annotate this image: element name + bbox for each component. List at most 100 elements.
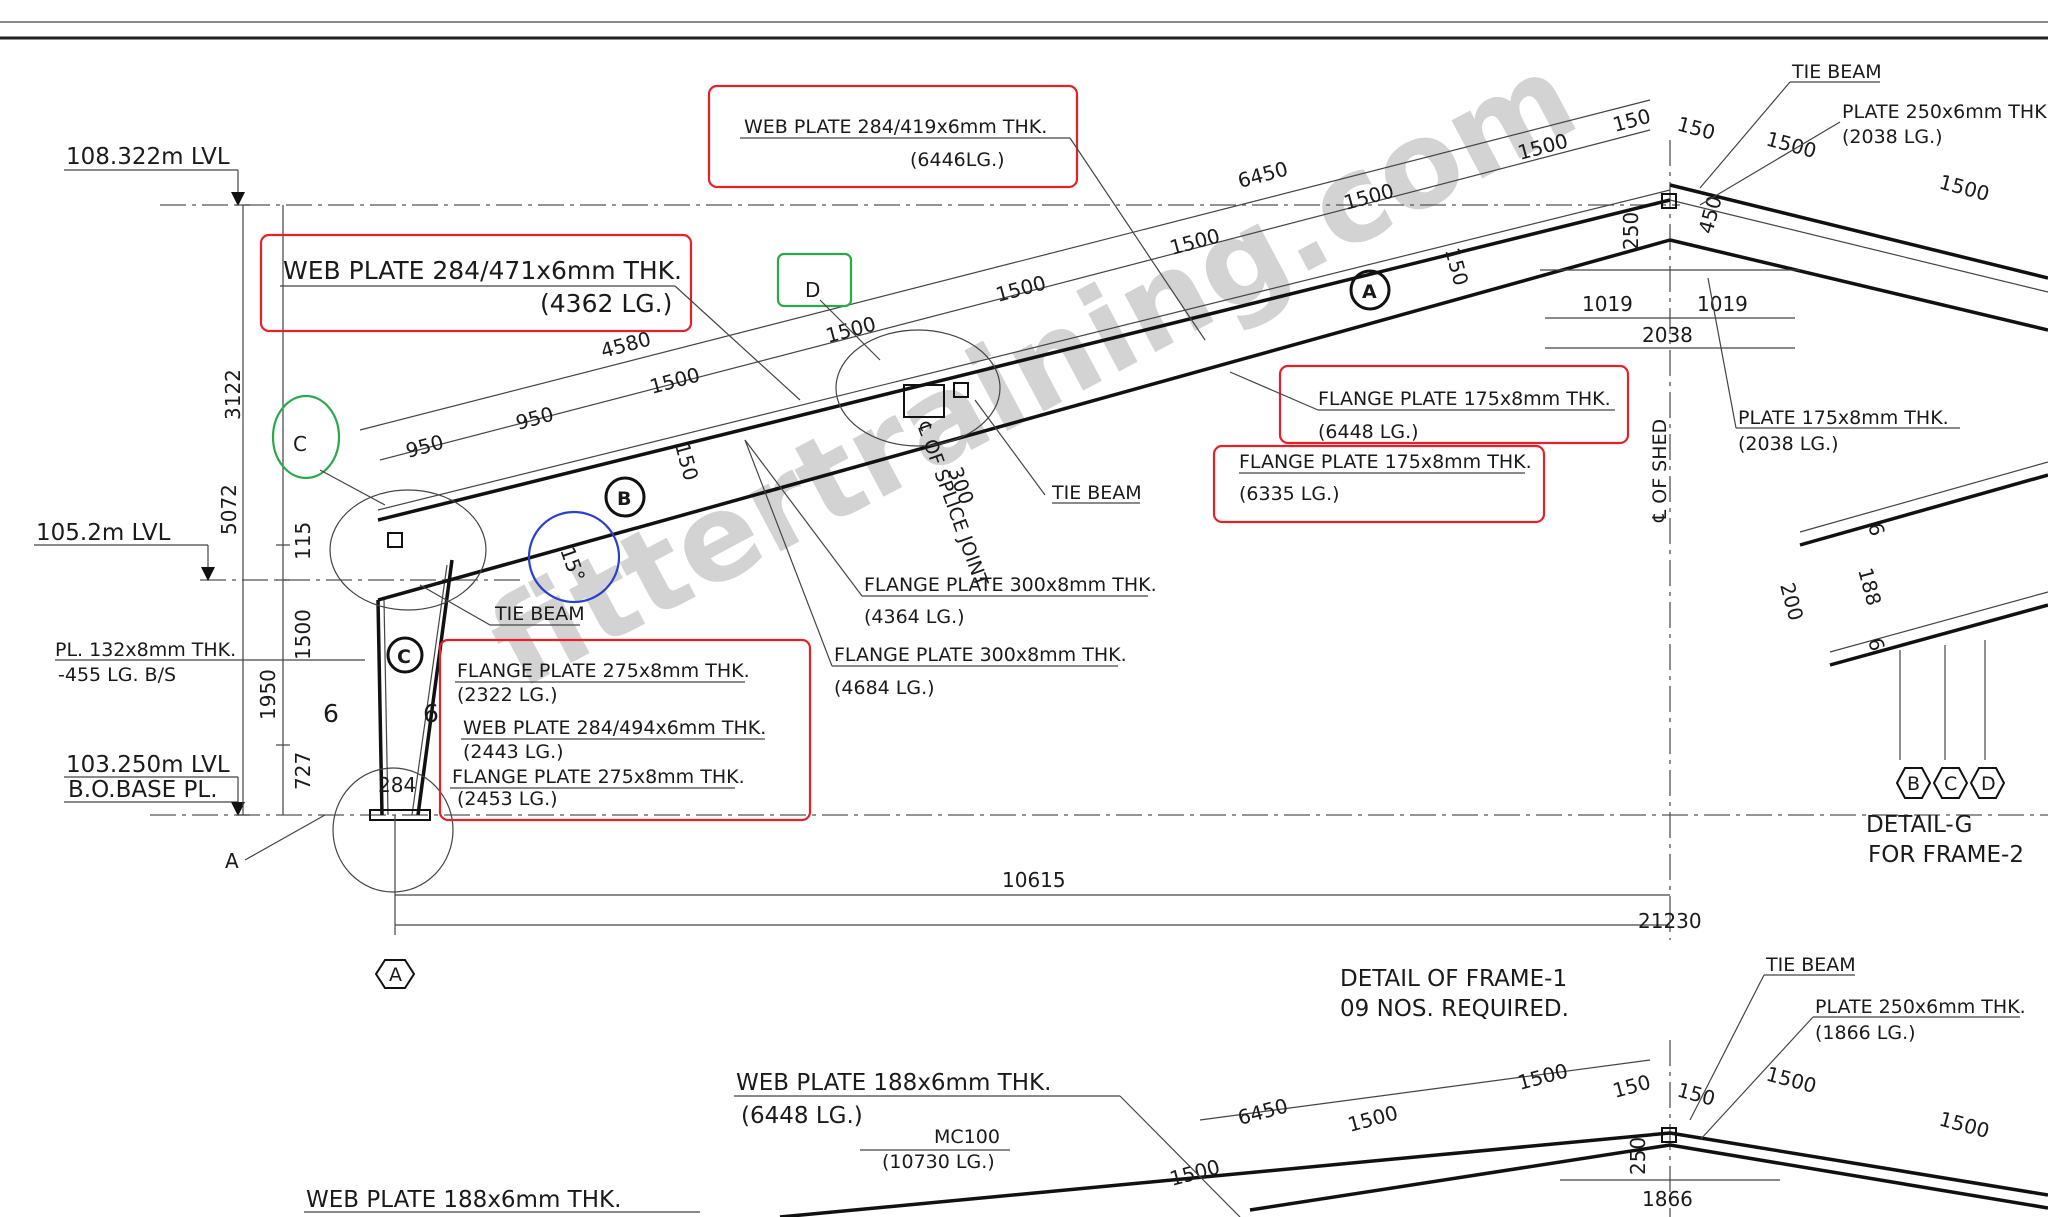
level-top-label: 108.322m LVL	[64, 144, 245, 206]
svg-text:5072: 5072	[217, 484, 241, 535]
svg-text:(2322 LG.): (2322 LG.)	[457, 684, 558, 706]
bottom-dimensions: 10615 21230	[1002, 868, 1702, 933]
svg-text:1500: 1500	[1937, 170, 1992, 206]
left-dimensions: 3122 5072 115 1500 1950 727	[217, 204, 315, 816]
svg-text:TIE BEAM: TIE BEAM	[1051, 482, 1142, 504]
callout-flange-175-a: FLANGE PLATE 175x8mm THK. (6448 LG.)	[1229, 364, 1630, 445]
svg-text:WEB PLATE 188x6mm THK.: WEB PLATE 188x6mm THK.	[736, 1070, 1051, 1096]
svg-text:-455 LG. B/S: -455 LG. B/S	[58, 664, 176, 686]
svg-text:150: 150	[1675, 112, 1718, 145]
svg-text:C: C	[397, 646, 411, 668]
frame2-partial: 6450 1500 1500 1500 150 150 1500 1500 25…	[304, 954, 2048, 1217]
svg-text:950: 950	[403, 430, 446, 463]
svg-text:1500: 1500	[291, 609, 315, 660]
svg-text:(4364 LG.): (4364 LG.)	[864, 606, 965, 628]
svg-text:A: A	[389, 964, 402, 986]
svg-text:(2443 LG.): (2443 LG.)	[463, 741, 564, 763]
svg-text:B: B	[1907, 773, 1920, 795]
svg-text:1866: 1866	[1642, 1187, 1693, 1211]
svg-text:150: 150	[1610, 1070, 1653, 1103]
svg-text:(2453 LG.): (2453 LG.)	[457, 788, 558, 810]
svg-text:10615: 10615	[1002, 868, 1066, 892]
svg-text:(6446LG.): (6446LG.)	[910, 149, 1005, 171]
level-bottom-label: 103.250m LVL B.O.BASE PL.	[64, 752, 245, 816]
svg-text:950: 950	[513, 402, 556, 435]
svg-text:FLANGE PLATE 300x8mm THK.: FLANGE PLATE 300x8mm THK.	[834, 644, 1127, 666]
marker-c-column: C	[386, 636, 424, 674]
detail-c-ellipse	[329, 489, 487, 611]
svg-text:103.250m LVL: 103.250m LVL	[66, 752, 230, 778]
svg-text:D: D	[805, 278, 820, 302]
callout-web-plate-ridge: WEB PLATE 284/419x6mm THK. (6446LG.)	[707, 84, 1206, 341]
svg-text:284: 284	[378, 773, 416, 797]
svg-text:MC100: MC100	[934, 1126, 1000, 1148]
svg-text:FOR FRAME-2: FOR FRAME-2	[1868, 842, 2024, 868]
svg-text:(1866 LG.): (1866 LG.)	[1815, 1022, 1916, 1044]
callout-flange-175-b: FLANGE PLATE 175x8mm THK. (6335 LG.)	[1212, 444, 1546, 524]
detail-g: 200 188 6 6 B C D DETAIL-G FOR FRAME-2	[1775, 461, 2048, 868]
svg-text:(10730 LG.): (10730 LG.)	[882, 1151, 995, 1173]
svg-text:WEB PLATE 284/494x6mm THK.: WEB PLATE 284/494x6mm THK.	[463, 717, 766, 739]
svg-text:09 NOS. REQUIRED.: 09 NOS. REQUIRED.	[1340, 996, 1569, 1022]
svg-text:250: 250	[1626, 1137, 1650, 1175]
svg-text:(6448 LG.): (6448 LG.)	[1318, 421, 1419, 443]
svg-text:B.O.BASE PL.: B.O.BASE PL.	[68, 777, 218, 803]
svg-text:C: C	[293, 432, 307, 456]
svg-text:A: A	[1362, 281, 1377, 303]
svg-text:A: A	[225, 849, 239, 873]
svg-text:DETAIL-G: DETAIL-G	[1866, 812, 1972, 838]
svg-text:(4684 LG.): (4684 LG.)	[834, 677, 935, 699]
svg-text:(4362 LG.): (4362 LG.)	[540, 289, 672, 318]
svg-text:6450: 6450	[1235, 1093, 1290, 1129]
detail-c-callout: C	[271, 394, 386, 506]
svg-text:WEB PLATE 188x6mm THK.: WEB PLATE 188x6mm THK.	[306, 1187, 621, 1213]
svg-text:WEB PLATE 284/471x6mm THK.: WEB PLATE 284/471x6mm THK.	[283, 256, 682, 285]
svg-text:WEB PLATE 284/419x6mm THK.: WEB PLATE 284/419x6mm THK.	[744, 116, 1047, 138]
svg-text:6: 6	[423, 699, 439, 728]
svg-text:727: 727	[291, 752, 315, 790]
svg-text:1500: 1500	[1167, 1154, 1222, 1190]
svg-text:1500: 1500	[1345, 1100, 1400, 1136]
level-mid-label: 105.2m LVL	[34, 520, 215, 581]
svg-text:21230: 21230	[1638, 909, 1702, 933]
svg-text:PLATE 175x8mm THK.: PLATE 175x8mm THK.	[1738, 407, 1949, 429]
ridge-annotations: TIE BEAM PLATE 250x6mm THK. (2038 LG.) P…	[1649, 61, 2048, 523]
svg-text:PLATE 250x6mm THK.: PLATE 250x6mm THK.	[1815, 996, 2026, 1018]
svg-text:1500: 1500	[1515, 1058, 1570, 1094]
svg-text:FLANGE PLATE 175x8mm THK.: FLANGE PLATE 175x8mm THK.	[1239, 451, 1532, 473]
detail-a-ellipse	[332, 767, 454, 893]
svg-text:1019: 1019	[1697, 292, 1748, 316]
svg-text:TIE BEAM: TIE BEAM	[1791, 61, 1882, 83]
svg-text:1950: 1950	[256, 669, 280, 720]
svg-text:188: 188	[1853, 565, 1886, 608]
svg-text:FLANGE PLATE 300x8mm THK.: FLANGE PLATE 300x8mm THK.	[864, 574, 1157, 596]
svg-text:PLATE 250x6mm THK.: PLATE 250x6mm THK.	[1842, 101, 2048, 123]
svg-text:115: 115	[291, 522, 315, 560]
svg-text:150: 150	[670, 440, 703, 483]
column-annotations: PL. 132x8mm THK. -455 LG. B/S TIE BEAM 6…	[55, 584, 585, 797]
svg-text:(6448 LG.): (6448 LG.)	[741, 1103, 863, 1129]
svg-text:TIE BEAM: TIE BEAM	[1765, 954, 1856, 976]
svg-text:200: 200	[1775, 580, 1808, 623]
callout-column-plates: FLANGE PLATE 275x8mm THK. (2322 LG.) WEB…	[438, 638, 812, 822]
svg-text:TIE BEAM: TIE BEAM	[494, 603, 585, 625]
rafter	[359, 99, 2048, 602]
svg-text:℄ OF SHED: ℄ OF SHED	[1649, 419, 1671, 523]
svg-text:(2038 LG.): (2038 LG.)	[1738, 433, 1839, 455]
svg-text:1500: 1500	[1764, 127, 1819, 163]
marker-a-rafter: A	[1349, 269, 1391, 311]
marker-b-rafter: B	[604, 476, 646, 518]
svg-text:250: 250	[1619, 212, 1643, 250]
detail-a-callout: A	[225, 814, 326, 873]
svg-text:150: 150	[1675, 1078, 1718, 1111]
svg-text:FLANGE PLATE 175x8mm THK.: FLANGE PLATE 175x8mm THK.	[1318, 388, 1611, 410]
svg-text:1500: 1500	[1764, 1062, 1819, 1098]
svg-text:PL. 132x8mm THK.: PL. 132x8mm THK.	[55, 639, 236, 661]
svg-text:(6335 LG.): (6335 LG.)	[1239, 483, 1340, 505]
svg-text:FLANGE PLATE 275x8mm THK.: FLANGE PLATE 275x8mm THK.	[452, 766, 745, 788]
svg-text:6: 6	[323, 699, 339, 728]
svg-text:1019: 1019	[1582, 292, 1633, 316]
frame1-title: DETAIL OF FRAME-1 09 NOS. REQUIRED.	[1340, 966, 1569, 1022]
detail-d-callout: D	[776, 252, 881, 361]
